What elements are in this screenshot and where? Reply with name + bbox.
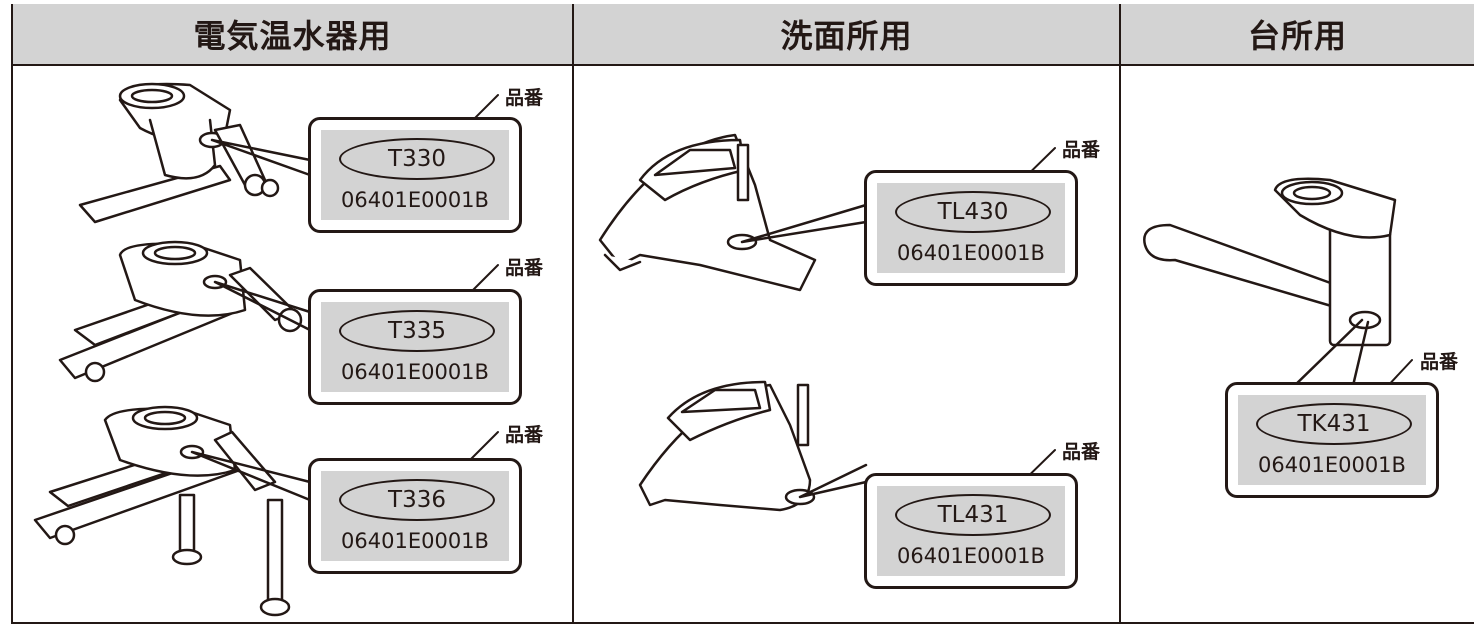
column-divider (1119, 4, 1121, 624)
part-code: 06401E0001B (897, 544, 1045, 568)
model-number: T336 (339, 479, 495, 521)
part-number-label: 品番 (1420, 351, 1459, 373)
part-code: 06401E0001B (341, 529, 489, 553)
model-label-tk431: TK431 06401E0001B (1225, 382, 1439, 498)
model-number: T335 (339, 310, 495, 352)
model-label-t330: T330 06401E0001B (308, 117, 522, 233)
part-code: 06401E0001B (341, 188, 489, 212)
model-label-t335: T335 06401E0001B (308, 289, 522, 405)
faucet-tk431-illustration (1143, 177, 1397, 347)
part-number-label: 品番 (1062, 441, 1101, 463)
model-number: T330 (339, 138, 495, 180)
faucet-t330-illustration (78, 82, 280, 224)
part-code: 06401E0001B (341, 360, 489, 384)
faucet-t335-illustration (58, 240, 303, 383)
column-divider (572, 4, 574, 624)
model-number: TL431 (895, 494, 1051, 536)
model-number: TK431 (1256, 403, 1412, 445)
part-number-label: 品番 (1062, 139, 1101, 161)
model-label-tl431: TL431 06401E0001B (864, 473, 1078, 589)
part-code: 06401E0001B (897, 241, 1045, 265)
model-number: TL430 (895, 191, 1051, 233)
model-label-t336: T336 06401E0001B (308, 458, 522, 574)
part-number-label: 品番 (505, 87, 544, 109)
header-kitchen: 台所用 (1121, 4, 1474, 66)
faucet-tl430-illustration (598, 133, 817, 292)
faucet-tl431-illustration (638, 380, 816, 512)
part-number-label: 品番 (505, 424, 544, 446)
model-label-tl430: TL430 06401E0001B (864, 170, 1078, 286)
part-code: 06401E0001B (1258, 453, 1406, 477)
header-washroom: 洗面所用 (574, 4, 1119, 66)
faucet-t336-illustration (33, 405, 291, 617)
header-electric-water-heater: 電気温水器用 (13, 4, 572, 66)
part-number-label: 品番 (505, 257, 544, 279)
